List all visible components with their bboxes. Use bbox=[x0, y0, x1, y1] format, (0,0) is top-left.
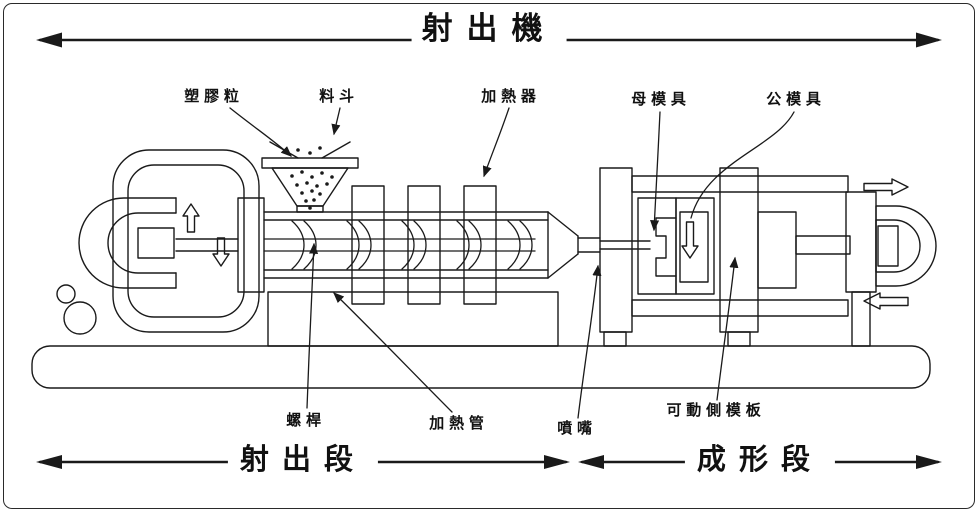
screw bbox=[263, 220, 536, 270]
section-label-injection: 射出段 bbox=[227, 443, 379, 478]
core-mold-leader bbox=[690, 111, 795, 219]
diagram-title: 射出機 bbox=[411, 10, 567, 48]
cavity-mold-leader bbox=[650, 111, 661, 232]
nozzle-part bbox=[547, 211, 651, 279]
left-arrow-icon bbox=[863, 292, 909, 310]
pellets-leader bbox=[229, 107, 292, 157]
core-mold-part bbox=[675, 197, 715, 295]
heating-tube-leader bbox=[333, 292, 453, 413]
left-arrowhead-icon bbox=[36, 32, 62, 48]
label-hopper: 料斗 bbox=[316, 88, 362, 106]
leader-lines bbox=[229, 107, 795, 419]
screw-leader bbox=[306, 242, 319, 409]
label-movable-mold-platen: 可動側模板 bbox=[663, 402, 769, 420]
label-nozzle: 噴嘴 bbox=[554, 420, 600, 438]
left-arrowhead-icon bbox=[36, 455, 62, 469]
hopper-leader bbox=[331, 107, 341, 136]
label-heater: 加熱器 bbox=[478, 88, 544, 106]
section-label-forming: 成形段 bbox=[684, 443, 836, 478]
machine-base bbox=[31, 345, 931, 389]
label-screw: 螺桿 bbox=[283, 412, 329, 430]
heater-leader bbox=[482, 107, 510, 178]
label-plastic-pellets: 塑膠粒 bbox=[181, 88, 247, 106]
down-arrow-icon bbox=[681, 221, 699, 259]
right-arrowhead-icon bbox=[544, 455, 570, 469]
movable-platen-leader bbox=[716, 256, 739, 401]
right-arrowhead-icon bbox=[916, 455, 942, 469]
label-heating-tube: 加熱管 bbox=[426, 415, 492, 433]
stationary-platen bbox=[599, 167, 633, 333]
barrel bbox=[237, 197, 559, 347]
tie-bar-top bbox=[631, 175, 849, 193]
cavity-mold-part bbox=[637, 197, 677, 295]
up-arrow-icon bbox=[182, 203, 200, 233]
plastic-pellet-dots bbox=[290, 146, 334, 210]
drive-unit bbox=[56, 149, 260, 335]
right-arrow-icon bbox=[863, 178, 909, 196]
tie-bar-bottom bbox=[631, 299, 849, 317]
down-arrow-icon bbox=[212, 237, 230, 267]
label-core-mold: 公模具 bbox=[763, 91, 829, 109]
clamping-unit bbox=[599, 167, 937, 347]
label-cavity-mold: 母模具 bbox=[628, 91, 694, 109]
hopper-part bbox=[261, 141, 359, 213]
nozzle-leader bbox=[577, 264, 602, 419]
left-arrowhead-icon bbox=[578, 455, 604, 469]
right-arrowhead-icon bbox=[916, 32, 942, 48]
heater-bands bbox=[351, 185, 497, 305]
